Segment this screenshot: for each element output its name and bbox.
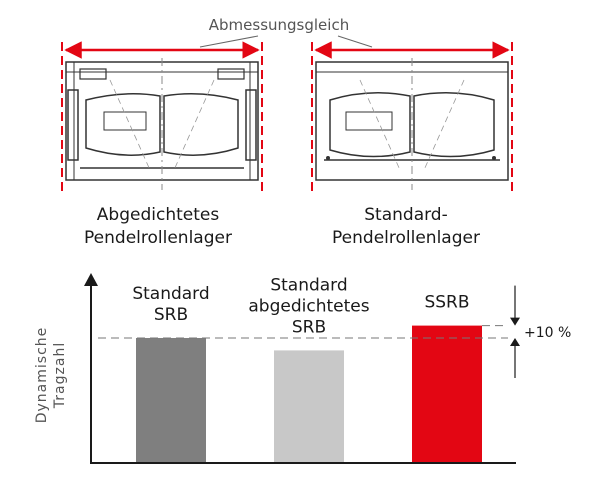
dimension-leader-left	[199, 35, 259, 48]
category-label: Standard	[132, 284, 209, 304]
dimension-label: Abmessungsgleich	[209, 16, 349, 34]
category-label: SRB	[292, 317, 326, 337]
increase-label: +10 %	[524, 325, 571, 341]
dimension-leader-right	[337, 35, 373, 48]
left-caption-line-2: Pendelrollenlager	[84, 228, 232, 248]
y-axis-arrowhead	[84, 273, 98, 286]
standard-bearing-drawing	[311, 41, 513, 195]
bar-standard-srb	[136, 338, 206, 462]
y-axis-label-line-2: Tragzahl	[52, 342, 68, 409]
increase-annotation: +10 %	[510, 285, 571, 378]
left-caption-line-1: Abgedichtetes	[97, 205, 220, 225]
bar-ssrb	[412, 325, 482, 462]
category-label: SSRB	[424, 293, 469, 313]
right-caption-line-1: Standard-	[364, 205, 447, 225]
category-label: Standard	[270, 275, 347, 295]
load-rating-chart: Dynamische Tragzahl StandardSRBStandarda…	[34, 273, 571, 464]
sealed-bearing-drawing	[61, 41, 263, 195]
category-label: SRB	[154, 305, 188, 325]
right-caption-line-2: Pendelrollenlager	[332, 228, 480, 248]
bar-standard-sealed-srb	[274, 350, 344, 462]
category-label: abgedichtetes	[248, 296, 369, 316]
y-axis-label-line-1: Dynamische	[34, 327, 50, 424]
